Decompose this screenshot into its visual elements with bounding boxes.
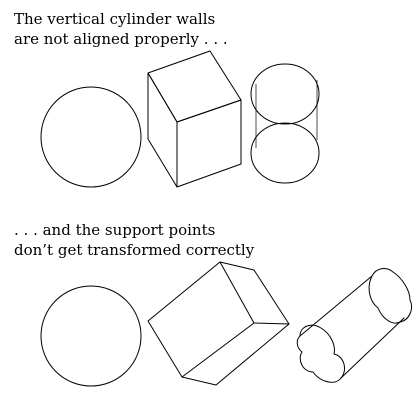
top-cube-top-face: [147, 50, 242, 123]
bottom-cube-inner-edge-bottom: [181, 322, 255, 378]
bottom-row-shapes: [40, 261, 413, 387]
top-cylinder-lower-ellipse: [250, 122, 320, 184]
top-cylinder-upper-ellipse: [250, 63, 320, 125]
top-circle: [40, 86, 142, 188]
bottom-cylinder-lower-wall: [340, 317, 405, 379]
top-cube-front-face: [176, 99, 242, 188]
caption-top: The vertical cylinder walls are not alig…: [14, 9, 228, 49]
top-row-shapes: [40, 50, 320, 188]
bottom-cylinder-lower-end: [296, 324, 345, 383]
top-cube-left-face: [147, 72, 178, 188]
bottom-cylinder-upper-wall: [299, 275, 373, 337]
top-cube: [147, 50, 242, 188]
bottom-cylinder: [296, 268, 413, 383]
bottom-cylinder-upper-end: [368, 268, 413, 324]
top-cylinder: [250, 63, 320, 184]
caption-bottom: . . . and the support points don’t get t…: [14, 220, 254, 260]
caption-bottom-line-1: . . . and the support points: [14, 221, 216, 239]
caption-bottom-line-2: don’t get transformed correctly: [14, 241, 255, 259]
bottom-circle: [40, 285, 142, 387]
caption-top-line-2: are not aligned properly . . .: [14, 30, 228, 48]
bottom-cube: [147, 261, 290, 386]
caption-top-line-1: The vertical cylinder walls: [14, 10, 216, 28]
